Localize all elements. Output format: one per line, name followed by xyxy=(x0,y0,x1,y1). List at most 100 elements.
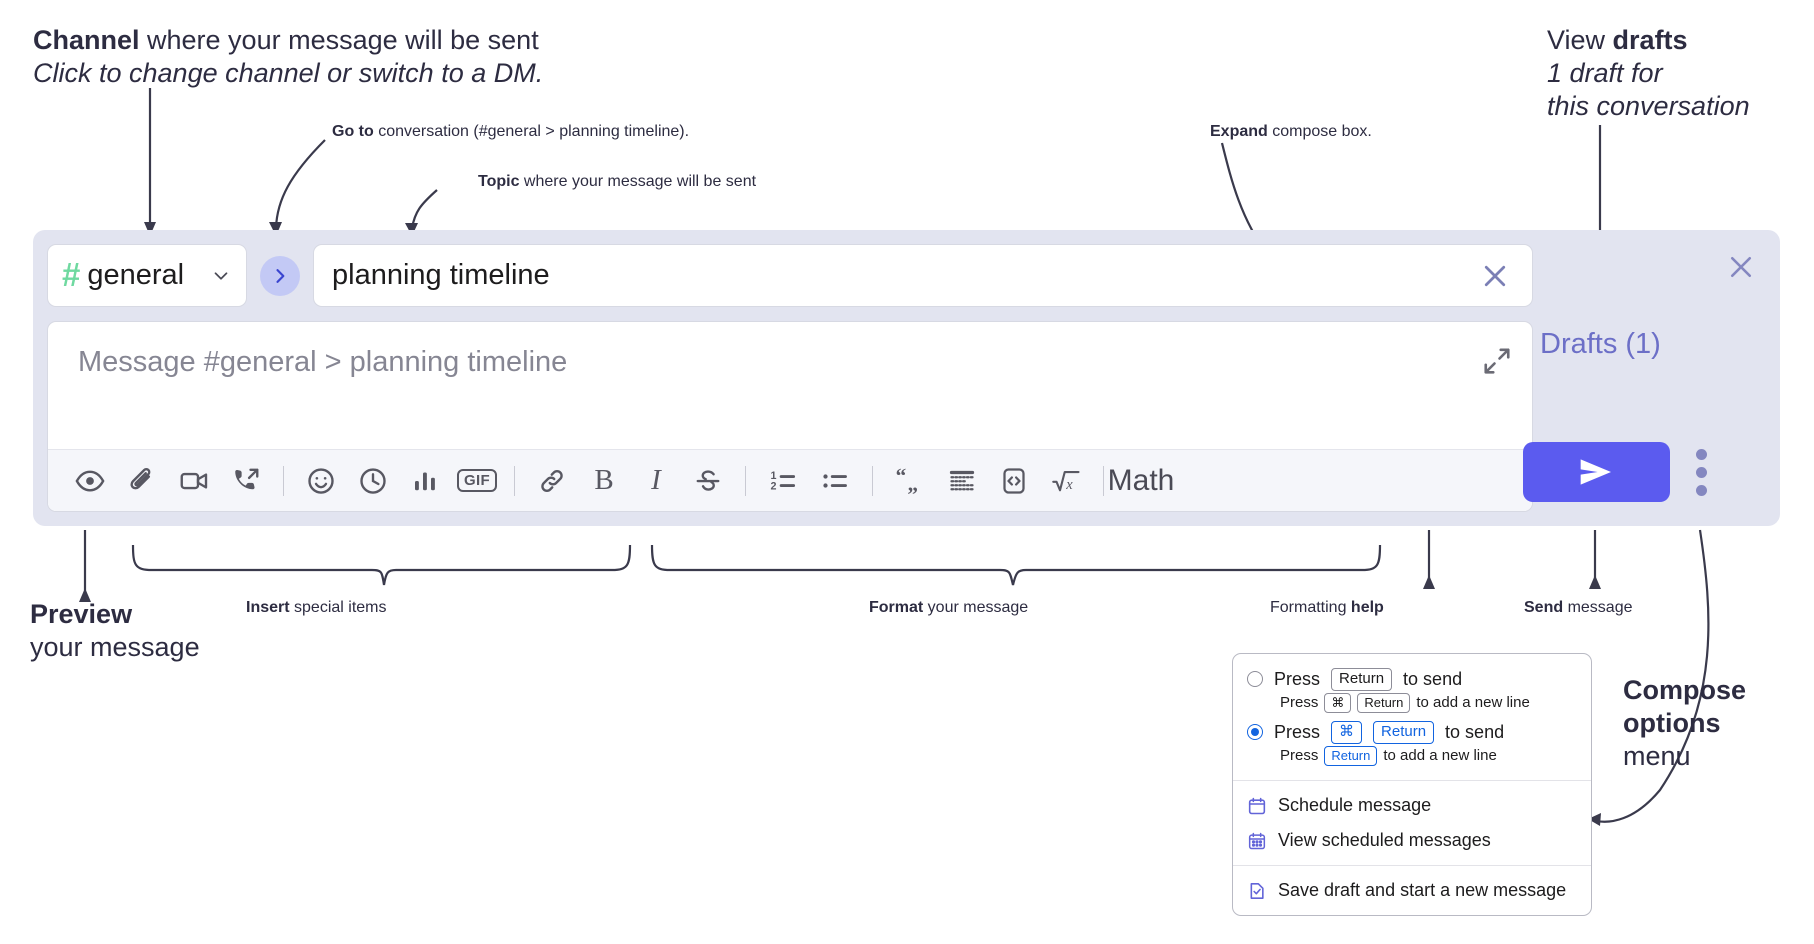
annotation-topic-rest: where your message will be sent xyxy=(519,173,757,190)
annotation-format: Format your message xyxy=(869,598,1028,618)
key-command: ⌘ xyxy=(1331,721,1363,744)
send-shortcut-options: Press Return to send Press ⌘ Return to a… xyxy=(1233,654,1591,780)
annotation-topic-bold: Topic xyxy=(478,173,520,190)
draft-section: Save draft and start a new message xyxy=(1233,866,1591,915)
annotation-channel-sub: Click to change channel or switch to a D… xyxy=(33,57,544,88)
annotation-compose-sub: menu xyxy=(1623,740,1691,771)
radio-icon xyxy=(1247,671,1263,688)
menu-item-label: Save draft and start a new message xyxy=(1278,880,1567,900)
compose-options-menu: Press Return to send Press ⌘ Return to a… xyxy=(1232,653,1592,916)
gif-label: GIF xyxy=(457,468,497,493)
emoji-icon[interactable] xyxy=(295,457,347,505)
gif-icon[interactable]: GIF xyxy=(451,457,503,505)
compose-inner: # general planning timeline M xyxy=(47,244,1533,512)
toolbar-divider xyxy=(872,465,873,496)
blockquote-icon[interactable]: “„ xyxy=(884,457,936,505)
radio-option-return-to-send[interactable]: Press Return to send xyxy=(1233,665,1591,692)
menu-item-save-draft[interactable]: Save draft and start a new message xyxy=(1233,873,1591,908)
menu-divider xyxy=(1233,780,1591,781)
chevron-down-icon xyxy=(210,265,232,287)
annotation-goto: Go to conversation (#general > planning … xyxy=(332,122,689,142)
save-draft-icon xyxy=(1247,881,1267,901)
hash-icon: # xyxy=(62,255,81,293)
key-return: Return xyxy=(1357,692,1411,713)
annotation-goto-rest: conversation (#general > planning timeli… xyxy=(373,123,690,140)
svg-text:„: „ xyxy=(908,471,919,495)
annotation-send: Send message xyxy=(1524,598,1633,618)
close-icon[interactable] xyxy=(1480,261,1518,291)
radio-press-label: Press xyxy=(1274,721,1321,742)
clock-icon[interactable] xyxy=(347,457,399,505)
annotation-preview-sub: your message xyxy=(30,631,200,662)
help-icon[interactable]: Math xyxy=(1108,457,1175,505)
menu-item-label: View scheduled messages xyxy=(1278,830,1491,850)
annotation-insert: Insert special items xyxy=(246,598,387,618)
vertical-dots-icon xyxy=(1695,466,1707,478)
menu-item-schedule-message[interactable]: Schedule message xyxy=(1233,788,1591,823)
drafts-link[interactable]: Drafts (1) xyxy=(1540,328,1661,360)
annotation-expand-rest: compose box. xyxy=(1267,123,1372,140)
channel-selector[interactable]: # general xyxy=(47,244,247,307)
goto-conversation-button[interactable] xyxy=(260,256,300,296)
compose-header-row: # general planning timeline xyxy=(47,244,1533,307)
svg-text:1: 1 xyxy=(771,470,777,482)
formatting-toolbar: GIF B I xyxy=(48,449,1532,511)
annotation-insert-rest: special items xyxy=(289,599,387,616)
annotation-channel: Channel where your message will be sent … xyxy=(33,24,543,90)
expand-arrows-icon[interactable] xyxy=(1482,346,1512,376)
menu-divider xyxy=(1233,865,1591,866)
annotation-topic: Topic where your message will be sent xyxy=(478,172,756,192)
sub-press-label: Press xyxy=(1280,747,1319,765)
svg-text:x: x xyxy=(1065,476,1073,492)
link-icon[interactable] xyxy=(526,457,578,505)
annotation-drafts-sub1: 1 draft for xyxy=(1547,57,1663,88)
send-button[interactable] xyxy=(1523,442,1670,502)
code-icon[interactable] xyxy=(988,457,1040,505)
message-placeholder: Message #general > planning timeline xyxy=(78,346,568,378)
radio-icon-selected xyxy=(1247,724,1263,741)
topic-value: planning timeline xyxy=(332,259,550,291)
annotation-help-pre: Formatting xyxy=(1270,599,1351,616)
video-icon[interactable] xyxy=(168,457,220,505)
annotation-help-bold: help xyxy=(1350,599,1384,616)
poll-icon[interactable] xyxy=(399,457,451,505)
attachment-icon[interactable] xyxy=(116,457,168,505)
bold-label: B xyxy=(594,464,614,496)
compose-options-button[interactable] xyxy=(1689,448,1713,496)
toolbar-divider xyxy=(1103,465,1104,496)
code-block-icon[interactable] xyxy=(936,457,988,505)
vertical-dots-icon xyxy=(1695,484,1707,496)
annotation-help: Formatting help xyxy=(1270,598,1384,618)
annotation-send-rest: message xyxy=(1563,599,1633,616)
annotation-channel-bold: Channel xyxy=(33,25,140,55)
annotation-format-bold: Format xyxy=(869,599,924,616)
send-paper-plane-icon xyxy=(1580,459,1611,485)
vertical-dots-icon xyxy=(1695,448,1707,460)
close-icon[interactable] xyxy=(1726,252,1756,282)
annotation-compose-bold1: Compose xyxy=(1623,675,1747,705)
menu-item-label: Schedule message xyxy=(1278,795,1432,815)
strikethrough-icon[interactable] xyxy=(682,457,734,505)
preview-icon[interactable] xyxy=(64,457,116,505)
annotation-expand-bold: Expand xyxy=(1210,123,1268,140)
menu-item-view-scheduled-messages[interactable]: View scheduled messages xyxy=(1233,823,1591,858)
annotation-preview-bold: Preview xyxy=(30,599,133,629)
radio-option-cmd-return-to-send[interactable]: Press ⌘ Return to send xyxy=(1233,718,1591,745)
svg-text:“: “ xyxy=(896,466,907,487)
sub-suffix-label: to add a new line xyxy=(1383,747,1497,765)
audio-call-icon[interactable] xyxy=(220,457,272,505)
radio-suffix-label: to send xyxy=(1445,721,1505,742)
math-icon[interactable]: x xyxy=(1040,457,1092,505)
bulleted-list-icon[interactable] xyxy=(809,457,861,505)
svg-text:2: 2 xyxy=(771,480,777,492)
bold-icon[interactable]: B xyxy=(578,457,630,505)
message-input-box[interactable]: Message #general > planning timeline xyxy=(47,321,1533,512)
radio-suffix-label: to send xyxy=(1403,668,1463,689)
topic-input[interactable]: planning timeline xyxy=(313,244,1533,307)
annotation-goto-bold: Go to xyxy=(332,123,374,140)
calendar-grid-icon xyxy=(1247,831,1267,851)
schedule-section: Schedule message View scheduled messages xyxy=(1233,781,1591,865)
italic-icon[interactable]: I xyxy=(630,457,682,505)
